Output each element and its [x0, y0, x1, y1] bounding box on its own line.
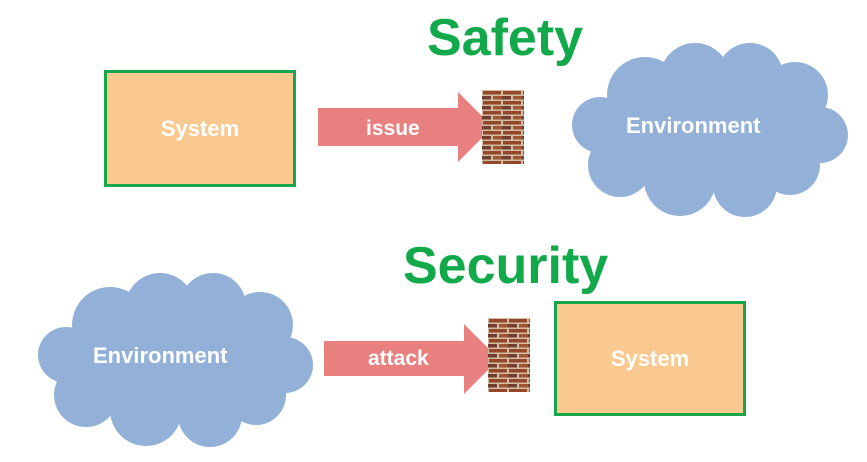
safety-issue-arrow	[318, 92, 493, 162]
safety-environment-label: Environment	[626, 113, 761, 138]
security-environment-label: Environment	[93, 343, 228, 368]
security-arrow-label: attack	[368, 347, 429, 370]
security-environment-cloud	[38, 273, 313, 447]
safety-system-label: System	[160, 115, 240, 141]
security-system-label: System	[610, 345, 690, 371]
safety-system-box: System	[104, 70, 296, 187]
safety-environment-cloud	[572, 43, 848, 217]
safety-arrow-label: issue	[366, 117, 420, 140]
brick-wall-icon	[482, 90, 524, 164]
security-title: Security	[403, 237, 609, 295]
security-attack-arrow	[324, 324, 499, 394]
safety-title: Safety	[427, 9, 584, 67]
brick-wall-icon	[488, 318, 530, 392]
security-system-box: System	[554, 301, 746, 416]
